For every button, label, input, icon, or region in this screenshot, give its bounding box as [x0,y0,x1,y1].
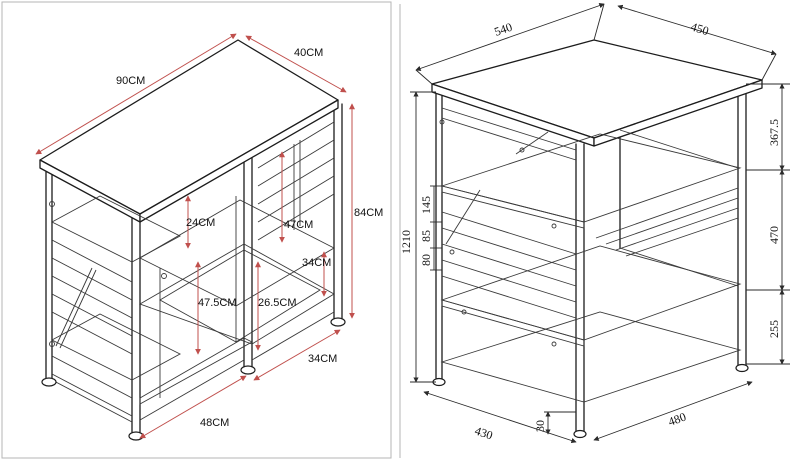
right-dimension-lines [410,3,790,444]
right-shelf-unit [431,39,763,439]
label-inner-24: 24CM [186,217,215,229]
right-dimension-labels: 540 450 367.5 470 255 1210 145 85 80 430… [399,19,781,442]
label-inner-47-5: 47.5CM [198,297,237,309]
label-small-85: 85 [419,230,433,242]
label-small-145: 145 [419,196,433,214]
label-depth-top: 40CM [294,47,323,59]
left-dimension-lines [35,33,355,439]
label-inner-47: 47CM [284,219,313,231]
right-table-top [431,39,763,139]
label-inner-26-5: 26.5CM [258,297,297,309]
label-width-top: 90CM [116,75,145,87]
label-width-bottom: 48CM [200,417,229,429]
label-bottom-right: 480 [666,410,688,429]
left-panel: 90CM 40CM 84CM 24CM 47CM 34CM 47.5CM 26.… [1,1,392,459]
label-inner-34-right: 34CM [302,257,331,269]
label-small-80: 80 [419,254,433,266]
label-top-width: 540 [492,20,514,39]
right-panel: 540 450 367.5 470 255 1210 145 85 80 430… [399,3,790,458]
left-shelf-unit [39,39,346,441]
label-foot-height: 30 [533,420,547,432]
left-dimension-labels: 90CM 40CM 84CM 24CM 47CM 34CM 47.5CM 26.… [116,47,383,429]
label-top-depth: 450 [689,19,710,38]
label-depth-bottom: 34CM [308,353,337,365]
left-panel-frame [1,1,392,459]
label-height-255: 255 [767,320,781,338]
label-total-height: 1210 [399,230,413,254]
label-bottom-left: 430 [473,424,494,443]
label-height-total: 84CM [354,207,383,219]
label-height-470: 470 [767,226,781,244]
label-height-367-5: 367.5 [767,119,781,146]
